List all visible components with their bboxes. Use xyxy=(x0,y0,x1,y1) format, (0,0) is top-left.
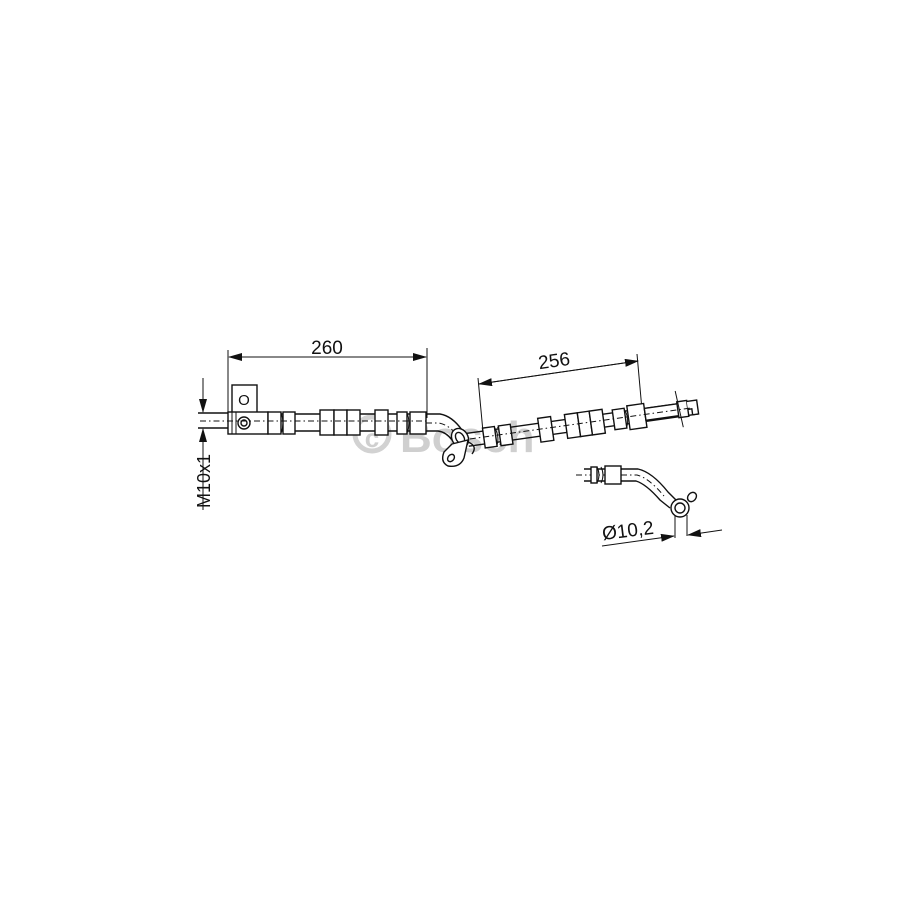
hose-bend-and-tab xyxy=(426,413,475,468)
dimension-256-label: 256 xyxy=(537,349,571,374)
hose-right-section xyxy=(466,390,700,449)
dimension-256: 256 xyxy=(477,349,643,433)
dimension-thread: M10x1 xyxy=(194,378,214,510)
bracket-mark: O xyxy=(238,392,250,409)
detail-view-eye: Ø10,2 xyxy=(576,465,723,547)
thread-label: M10x1 xyxy=(194,454,214,508)
dimension-260-label: 260 xyxy=(311,338,343,359)
dimension-260: 260 xyxy=(227,338,428,420)
hose-left-section: O xyxy=(198,384,427,436)
eye-diameter-label: Ø10,2 xyxy=(601,518,655,545)
